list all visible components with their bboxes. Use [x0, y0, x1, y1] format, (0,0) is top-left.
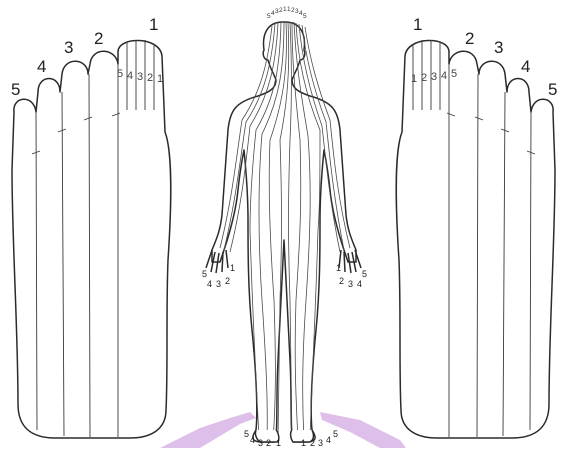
left-hand-zone-number: 1 — [230, 263, 235, 273]
right-foot-zone-number: 2 — [421, 72, 427, 84]
left-foot-toe-number: 1 — [149, 15, 158, 34]
human-body: 5 4 3 2 1 1 2 3 4 5 5 4 3 2 1 1 2 3 4 5 … — [202, 6, 367, 448]
left-hand-zone-number: 5 — [202, 269, 207, 279]
right-foot-toe-number: 2 — [465, 29, 474, 48]
left-hand-zone-number: 2 — [225, 276, 230, 286]
right-hand-zone-number: 4 — [357, 279, 362, 289]
left-foot-zone-number: 3 — [258, 438, 263, 448]
right-foot-toe-number: 3 — [494, 38, 503, 57]
left-foot-zone-number: 2 — [147, 72, 153, 84]
right-foot-zone-number: 5 — [333, 429, 338, 439]
left-foot-zone-number: 3 — [137, 71, 143, 83]
watermark-shape — [160, 412, 406, 448]
left-foot: 1 2 3 4 5 5 4 3 2 1 — [11, 15, 171, 438]
left-foot-zone-number: 4 — [250, 435, 255, 445]
right-foot-toe-number: 4 — [521, 57, 530, 76]
right-hand-zone-number: 2 — [339, 276, 344, 286]
left-foot-toe-number: 5 — [11, 80, 20, 99]
right-foot-zone-number: 3 — [318, 438, 323, 448]
head-zone-number: 5 — [303, 13, 307, 20]
right-foot-zone-number: 2 — [310, 438, 315, 448]
right-foot-zone-number: 1 — [301, 438, 306, 448]
left-foot-toe-number: 3 — [64, 38, 73, 57]
right-hand-zone-number: 5 — [362, 269, 367, 279]
left-hand-zone-number: 3 — [216, 279, 221, 289]
right-foot-zone-number: 4 — [441, 70, 447, 82]
right-hand-zone-number: 1 — [336, 263, 341, 273]
right-foot-outline — [396, 40, 555, 438]
right-foot-toe-number: 1 — [413, 15, 422, 34]
left-foot-zone-number: 2 — [266, 438, 271, 448]
left-hand-zone-number: 4 — [207, 279, 212, 289]
left-foot-toe-number: 4 — [37, 57, 46, 76]
left-foot-zone-number: 5 — [244, 429, 249, 439]
left-foot-zone-number: 4 — [127, 70, 133, 82]
left-foot-toe-number: 2 — [94, 29, 103, 48]
right-foot: 1 2 3 4 5 1 2 3 4 5 — [396, 15, 557, 438]
right-foot-zone-number: 3 — [431, 71, 437, 83]
left-foot-outline — [12, 40, 171, 438]
right-foot-toe-number: 5 — [548, 80, 557, 99]
right-foot-zone-number: 4 — [326, 435, 331, 445]
right-foot-zone-number: 5 — [451, 68, 457, 80]
right-hand-zone-number: 3 — [348, 279, 353, 289]
right-foot-zone-number: 1 — [411, 73, 417, 85]
left-foot-zone-number: 1 — [276, 438, 281, 448]
left-foot-zone-number: 5 — [117, 68, 123, 80]
left-foot-zone-number: 1 — [157, 73, 163, 85]
